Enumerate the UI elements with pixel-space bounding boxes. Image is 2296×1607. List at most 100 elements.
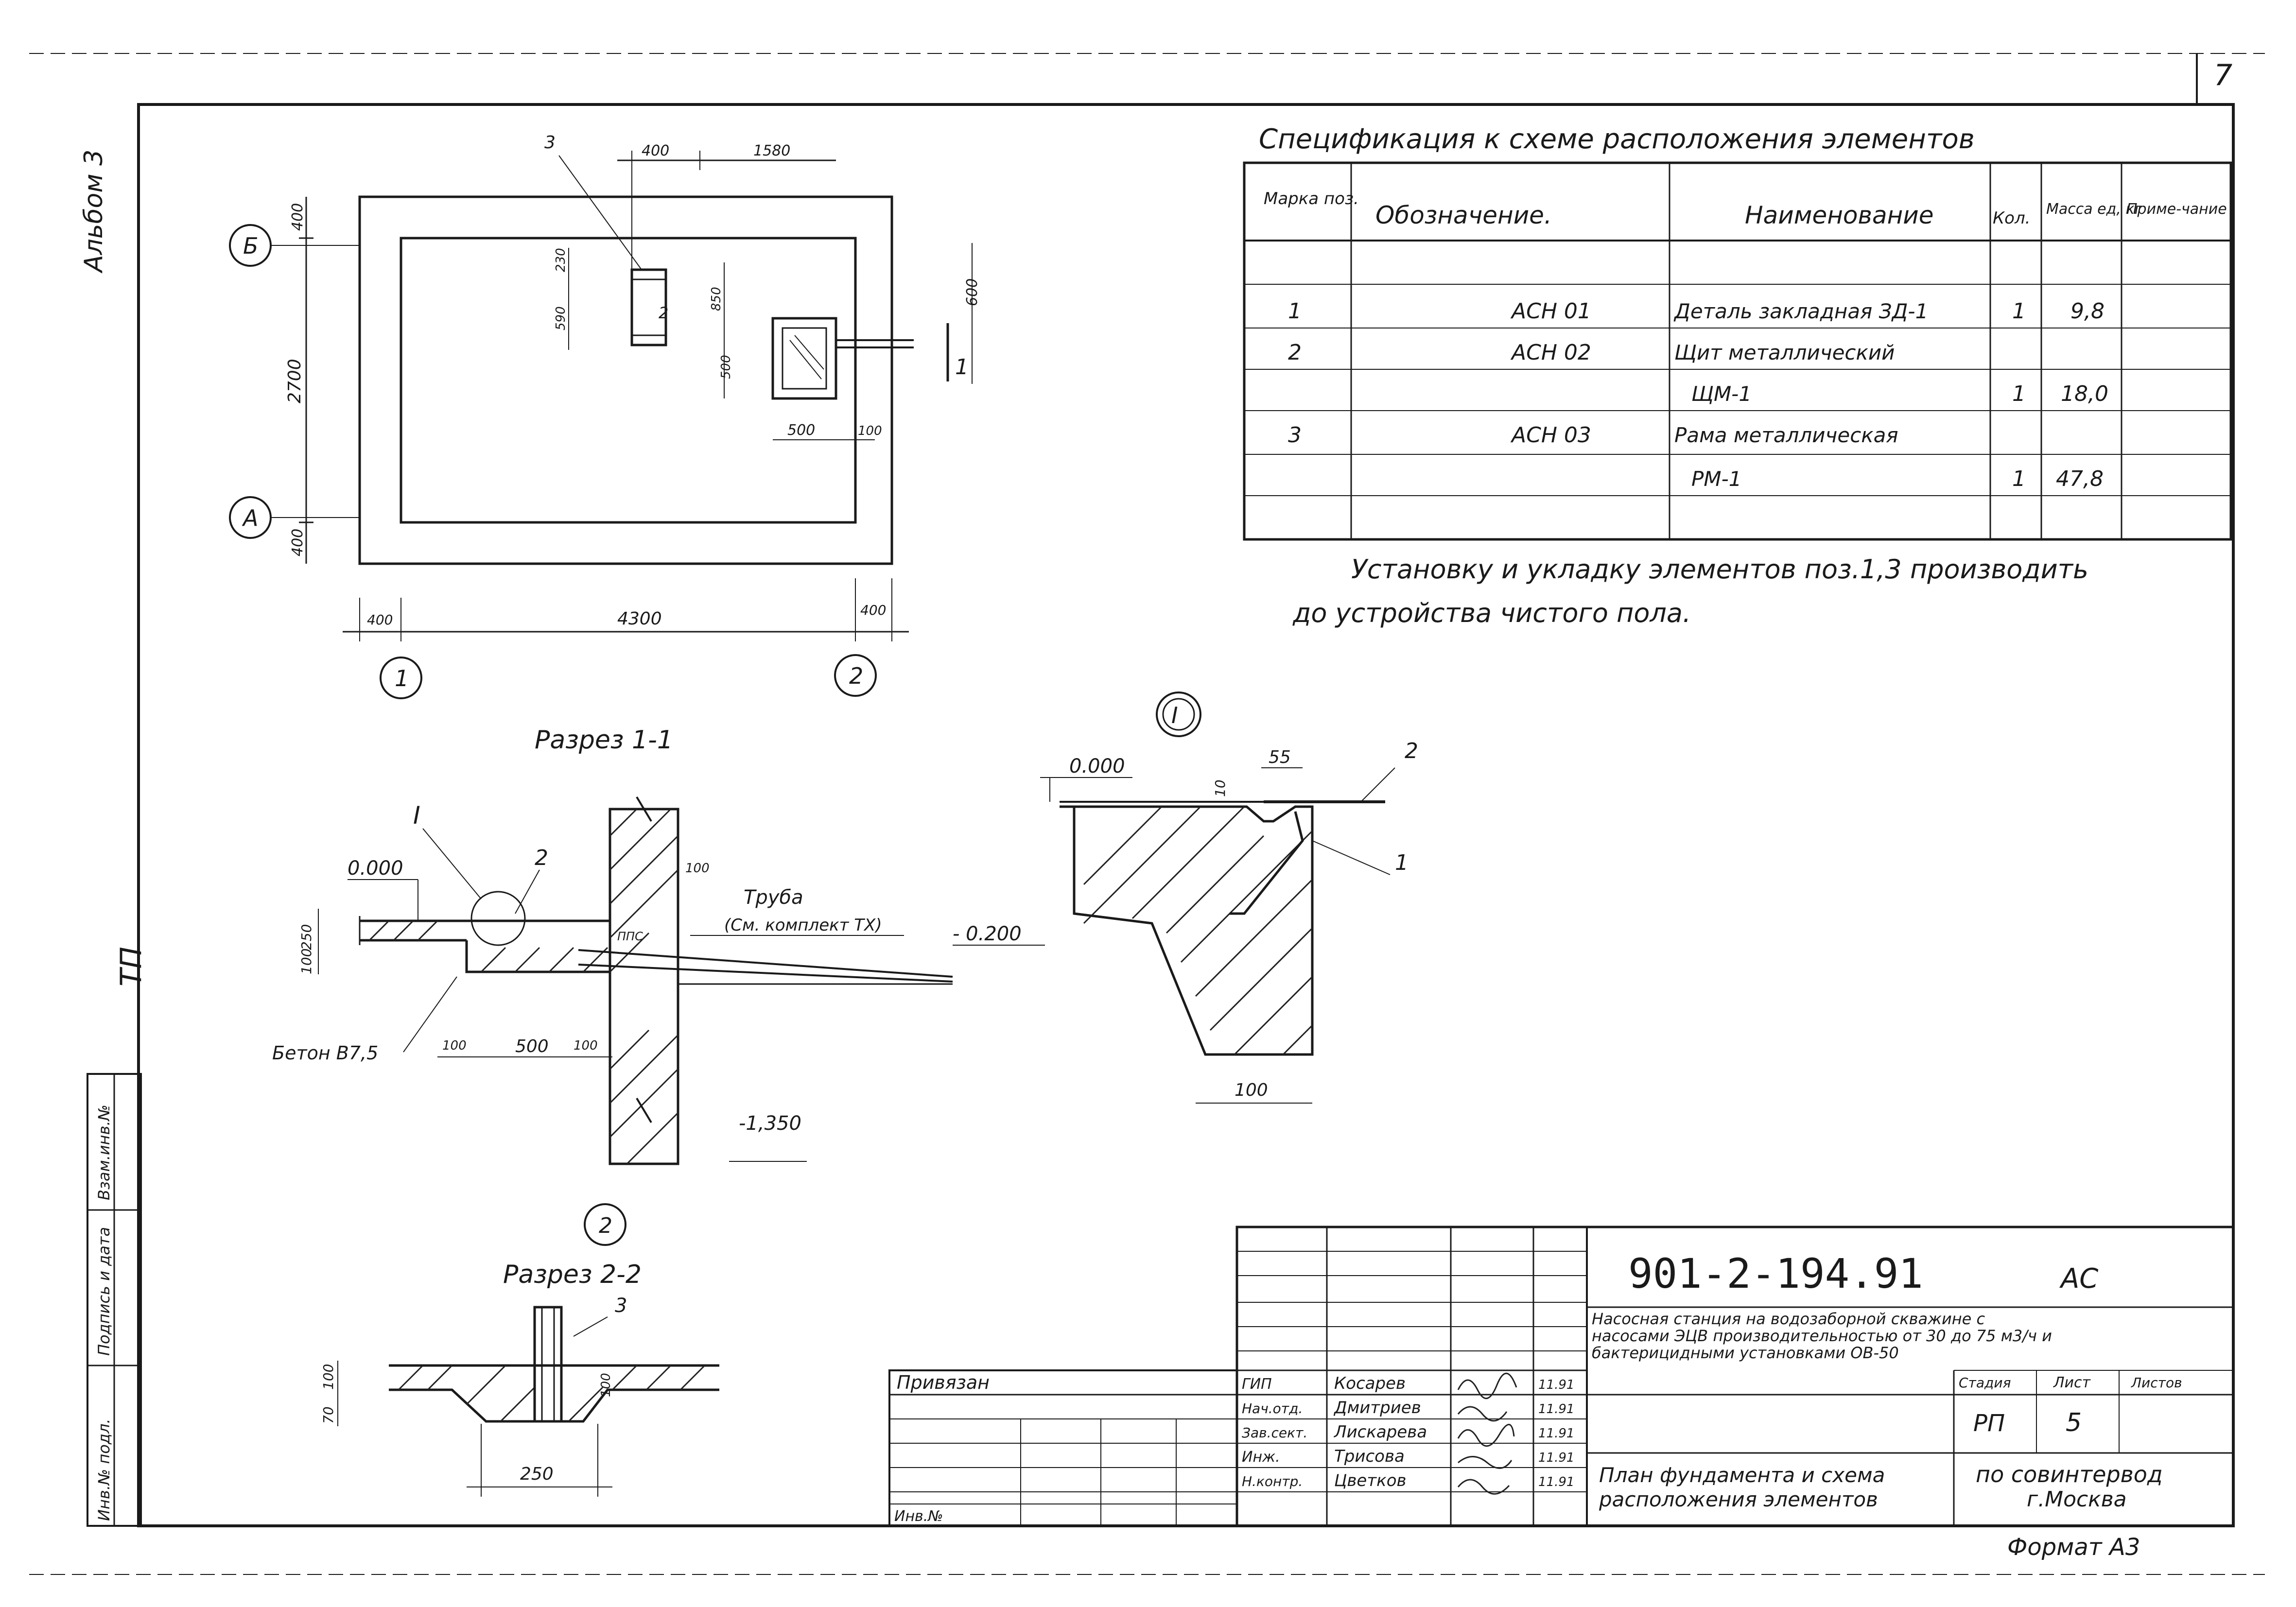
section11-dim-100-left: 100 xyxy=(298,949,314,974)
plan-mark-3: 3 xyxy=(544,133,556,153)
stamp-col-status: Стадия xyxy=(1959,1375,2011,1391)
side-stamp-sign-date: Подпись и дата xyxy=(95,1227,113,1356)
stamp-date-5: 11.91 xyxy=(1538,1475,1574,1489)
stamp-desc-line3: бактерицидными установками ОВ-50 xyxy=(1592,1344,1899,1362)
stamp-date-4: 11.91 xyxy=(1538,1451,1574,1465)
stamp-sheet-title-line2: расположения элементов xyxy=(1599,1487,1878,1511)
detail1-dim-100: 100 xyxy=(1235,1080,1268,1100)
stamp-role-2: Нач.отд. xyxy=(1242,1400,1303,1417)
stamp-role-4: Инж. xyxy=(1242,1449,1280,1466)
spec-row2-designation: АСН 02 xyxy=(1510,340,1591,365)
spec-row1-mass: 9,8 xyxy=(2070,299,2105,324)
section22-dim-70: 70 xyxy=(320,1406,336,1424)
section11-dim-100-a: 100 xyxy=(442,1038,467,1053)
section22-dim-250: 250 xyxy=(520,1464,554,1484)
plan-dim-100: 100 xyxy=(858,424,882,438)
plan-dim-2700: 2700 xyxy=(285,359,305,403)
stamp-status-val: РП xyxy=(1973,1410,2005,1437)
spec-row4-designation: АСН 03 xyxy=(1510,423,1591,448)
table-row: Зав.сект. Лискарева 11.91 xyxy=(1242,1422,1574,1442)
stamp-col-sheets: Листов xyxy=(2131,1375,2182,1391)
section11-dim-100-b: 100 xyxy=(574,1038,598,1053)
spec-header-pos: Марка поз. xyxy=(1264,189,1359,208)
table-row: ГИП Косарев 11.91 xyxy=(1242,1374,1574,1393)
format-label: Формат А3 xyxy=(2007,1534,2140,1561)
side-stamp-orig-inv: Инв.№ подл. xyxy=(95,1418,113,1521)
specification: Спецификация к схеме расположения элемен… xyxy=(1243,123,2232,628)
table-row: Н.контр. Цветков 11.91 xyxy=(1242,1471,1574,1490)
spec-row4-name: Рама металлическая xyxy=(1674,423,1898,447)
plan-section-mark: 1 xyxy=(955,355,969,380)
album-label: Альбом 3 xyxy=(79,150,108,274)
section-2-2: 2 Разрез 2-2 3 100 70 100 250 xyxy=(320,1203,719,1497)
section-1-1: Разрез 1-1 xyxy=(272,726,1045,1165)
section22-embedded-post xyxy=(533,1306,563,1423)
section11-concrete: Бетон В7,5 xyxy=(272,1042,378,1064)
stamp-date-1: 11.91 xyxy=(1538,1378,1574,1392)
section11-dim-250: 250 xyxy=(298,924,314,950)
stamp-date-2: 11.91 xyxy=(1538,1402,1574,1417)
stamp-name-4: Трисова xyxy=(1334,1447,1405,1466)
spec-header-mass: Масса ед, кг xyxy=(2046,201,2142,218)
stamp-role-5: Н.контр. xyxy=(1242,1473,1303,1489)
plan-dim-400-top: 400 xyxy=(642,142,669,159)
detail1-mark-1: 1 xyxy=(1395,850,1409,875)
spec-row1-qty: 1 xyxy=(2012,299,2026,324)
spec-header-qty: Кол. xyxy=(1993,208,2030,228)
stamp-inv: Инв.№ xyxy=(894,1508,943,1525)
metal-frame-shield xyxy=(771,317,837,400)
detail1-dim-10: 10 xyxy=(1212,779,1228,797)
table-row: РМ-1 1 47,8 xyxy=(1691,467,2104,491)
spec-row4-pos: 3 xyxy=(1288,423,1302,448)
section22-callout: 2 xyxy=(599,1213,612,1238)
spec-header-designation: Обозначение. xyxy=(1375,201,1552,229)
stamp-role-3: Зав.сект. xyxy=(1242,1425,1307,1441)
stamp-name-1: Косарев xyxy=(1334,1374,1406,1393)
detail-i: I 0.000 10 55 2 1 100 xyxy=(1040,691,1418,1104)
spec-note-line1: Установку и укладку элементов поз.1,3 пр… xyxy=(1351,554,2088,585)
stamp-sheet-val: 5 xyxy=(2066,1408,2082,1437)
embedded-part-3 xyxy=(630,268,667,346)
table-row: 2 АСН 02 Щит металлический xyxy=(1288,340,1895,365)
stamp-desc-line2: насосами ЭЦВ производительностью от 30 д… xyxy=(1592,1327,2052,1345)
side-stamp: Взам.инв.№ Подпись и дата Инв.№ подл. xyxy=(87,1073,142,1527)
section11-level-m0200: - 0.200 xyxy=(953,923,1022,945)
plan-dim-500-inner: 500 xyxy=(719,355,733,379)
axis-2-bubble xyxy=(834,654,877,697)
detail1-callout: I xyxy=(1171,702,1178,728)
plan-dim-400-left-bottom: 400 xyxy=(289,529,306,556)
section22-dim-100: 100 xyxy=(320,1364,336,1390)
section11-dim-500: 500 xyxy=(515,1037,549,1056)
section11-dim-100-top: 100 xyxy=(685,861,710,876)
stamp-code: 901-2-194.91 xyxy=(1628,1250,1923,1297)
detail1-dim-55: 55 xyxy=(1269,747,1291,767)
series-label: ТП xyxy=(114,947,148,986)
table-row: 1 АСН 01 Деталь закладная ЗД-1 1 9,8 xyxy=(1288,299,2105,324)
section11-callout: I xyxy=(413,801,420,829)
plan-dim-500-bottom: 500 xyxy=(787,422,815,439)
plan-dim-230: 230 xyxy=(554,248,568,272)
section22-mark-3: 3 xyxy=(615,1295,627,1317)
spec-row5-mass: 47,8 xyxy=(2056,467,2104,491)
plan-dim-4300: 4300 xyxy=(617,609,662,629)
stamp-org-line1: по совинтервод xyxy=(1976,1461,2163,1487)
section11-pipe-ref: (См. комплект ТХ) xyxy=(724,916,882,935)
stamp-attached: Привязан xyxy=(897,1372,990,1393)
spec-note-line2: до устройства чистого пола. xyxy=(1292,598,1691,628)
stamp-name-3: Лискарева xyxy=(1333,1422,1427,1442)
stamp-org-line2: г.Москва xyxy=(2027,1487,2127,1512)
spec-row1-designation: АСН 01 xyxy=(1510,299,1591,324)
table-row: Нач.отд. Дмитриев 11.91 xyxy=(1242,1398,1574,1417)
spec-title: Спецификация к схеме расположения элемен… xyxy=(1259,123,1975,155)
plan-dim-400-left-top: 400 xyxy=(289,203,306,231)
axis-1-bubble xyxy=(380,657,422,699)
section11-pipe-label: Труба xyxy=(744,886,803,909)
section11-pps: ППС xyxy=(617,930,643,943)
spec-row3-name: ЩМ-1 xyxy=(1691,382,1752,406)
stamp-desc-line1: Насосная станция на водозаборной скважин… xyxy=(1592,1310,1985,1328)
spec-row2-name: Щит металлический xyxy=(1674,341,1895,364)
plan-dim-400-br: 400 xyxy=(860,602,886,618)
side-stamp-replace-inv: Взам.инв.№ xyxy=(95,1105,113,1200)
plan-dim-1580: 1580 xyxy=(753,142,790,159)
detail1-level-0: 0.000 xyxy=(1069,755,1125,778)
